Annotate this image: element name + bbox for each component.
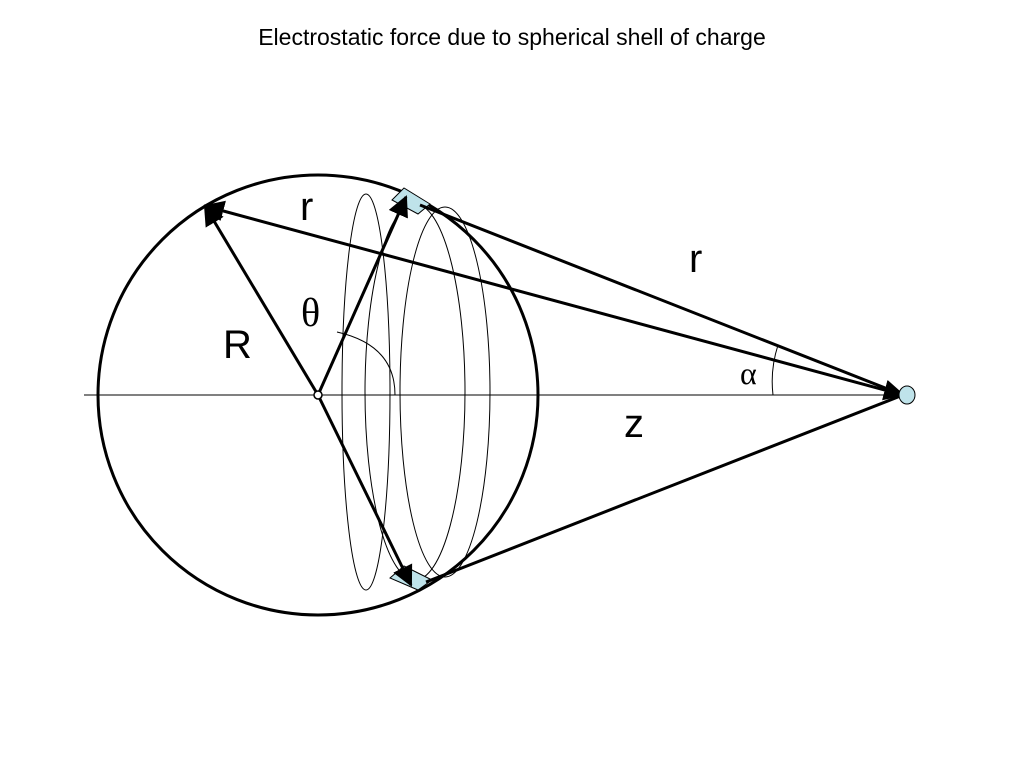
slide-title: Electrostatic force due to spherical she…	[258, 24, 766, 50]
shell-center	[313, 390, 323, 400]
label-alpha: α	[740, 355, 757, 391]
charge-element-top	[391, 187, 431, 215]
label-r-top: r	[300, 185, 313, 229]
label-R: R	[223, 323, 252, 367]
theta-arc	[336, 331, 396, 396]
radius-ring-top-arrow	[316, 195, 408, 396]
cone-line-top	[419, 203, 904, 397]
label-r-right: r	[689, 237, 702, 281]
test-charge	[898, 385, 916, 405]
alpha-arc	[771, 344, 779, 396]
radius-ring-bottom-arrow	[316, 394, 413, 587]
label-z: z	[624, 402, 644, 446]
distance-r-long	[202, 200, 906, 401]
label-theta: θ	[301, 290, 320, 335]
cone-line-bottom	[425, 393, 904, 584]
